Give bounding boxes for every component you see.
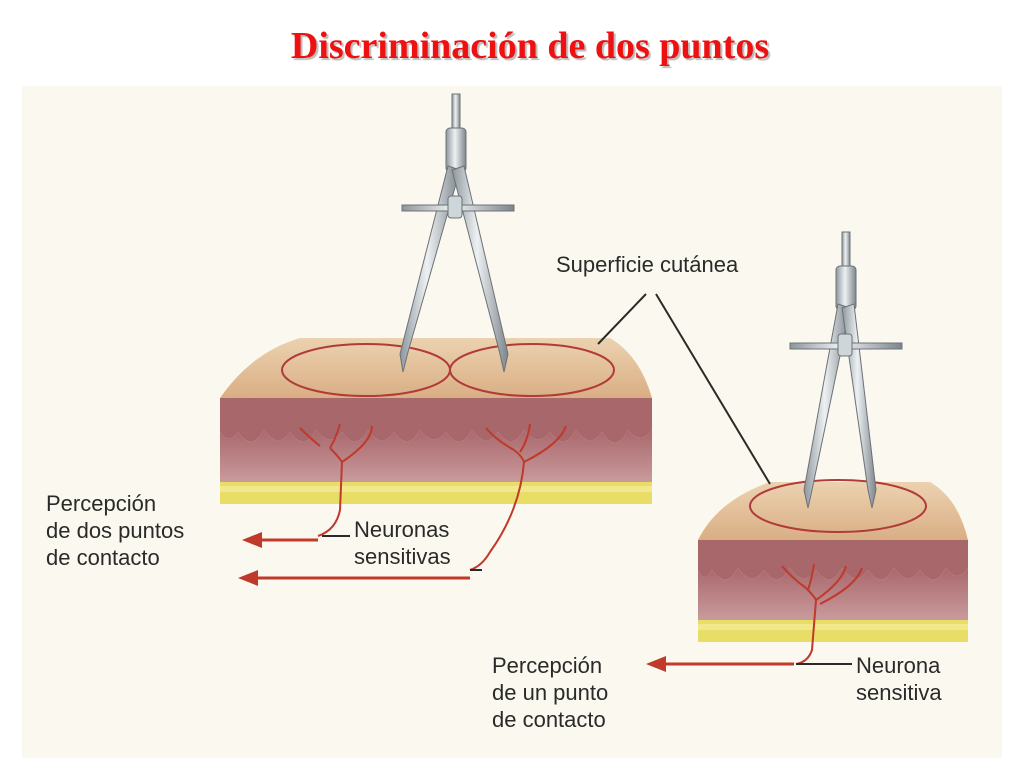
fat-layer-right-highlight (698, 624, 968, 630)
label-percepcion-un-punto: Percepción de un punto de contacto (492, 652, 608, 733)
leader-superficie-right (655, 293, 771, 485)
fat-layer-left-highlight (220, 486, 652, 492)
dermis-right (698, 568, 968, 620)
label-percepcion-un-line-3: de contacto (492, 707, 606, 732)
fat-layer-right (698, 620, 968, 642)
receptive-field-left-2 (449, 343, 615, 397)
label-neuronas-sensitivas: Neuronas sensitivas (354, 516, 451, 570)
label-superficie-cutanea: Superficie cutánea (556, 252, 739, 277)
caliper-right-nut (837, 333, 853, 357)
nerve-endings-right (781, 563, 863, 665)
receptive-field-right (749, 479, 927, 533)
dermis-left (220, 430, 652, 482)
label-neuronas-line-1: Neuronas (354, 517, 450, 542)
label-neurona-sensitiva: Neurona sensitiva (856, 652, 942, 706)
perception-arrows (238, 532, 794, 672)
fat-layer-left (220, 482, 652, 504)
arrow-right-head (646, 656, 666, 672)
caliper-left-head (445, 127, 467, 173)
caliper-left-nut (447, 195, 463, 219)
label-leader-lines (322, 293, 852, 665)
label-percepcion-un-line-1: Percepción (492, 653, 603, 678)
label-percepcion-un-line-2: de un punto (492, 680, 609, 705)
caliper-left-leg-2 (451, 165, 509, 373)
label-percepcion-dos-line-1: Percepción (46, 491, 157, 516)
skin-block-left (220, 338, 652, 571)
caliper-right (789, 231, 903, 509)
nerve-endings-left-1 (299, 423, 373, 537)
skin-surface-left (220, 338, 652, 398)
label-percepcion-dos-line-3: de contacto (46, 545, 160, 570)
leader-superficie-left (597, 293, 647, 345)
skin-block-right (698, 479, 968, 665)
slide-title: Discriminación de dos puntos (290, 25, 770, 67)
label-neurona-line-1: Neurona (856, 653, 941, 678)
epidermis-left (220, 398, 652, 443)
label-neuronas-line-2: sensitivas (354, 544, 451, 569)
leader-neuronas (322, 535, 482, 571)
epidermis-right (698, 540, 968, 580)
label-percepcion-dos-line-2: de dos puntos (46, 518, 185, 543)
arrow-left-2-head (238, 570, 258, 586)
label-percepcion-dos-puntos: Percepción de dos puntos de contacto (46, 490, 184, 571)
caliper-left (399, 93, 515, 373)
nerve-endings-left-2 (469, 423, 567, 571)
label-neurona-line-2: sensitiva (856, 680, 942, 705)
skin-surface-right (698, 482, 968, 540)
caliper-right-head (835, 265, 857, 311)
arrow-left-1-head (242, 532, 262, 548)
